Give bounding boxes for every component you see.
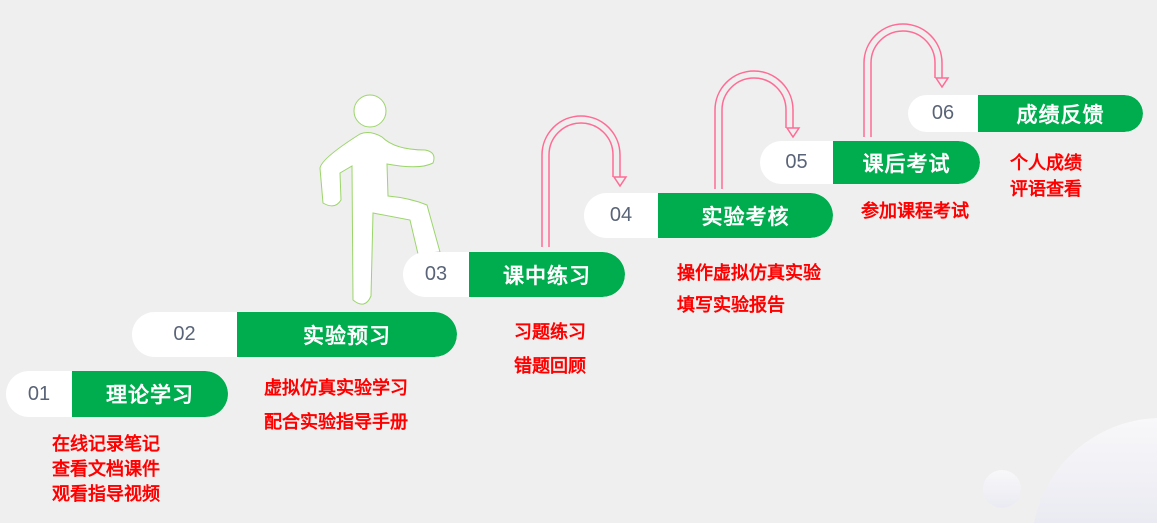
step-04-desc: 操作虚拟仿真实验 填写实验报告	[677, 258, 821, 322]
step-label: 成绩反馈	[978, 95, 1143, 132]
desc-line: 观看指导视频	[52, 484, 160, 505]
step-02: 02 实验预习	[132, 312, 457, 357]
step-01: 01 理论学习	[6, 371, 228, 417]
desc-line: 在线记录笔记	[52, 434, 160, 455]
step-05-desc: 参加课程考试	[861, 199, 969, 225]
desc-line: 配合实验指导手册	[264, 412, 408, 433]
step-label: 课中练习	[469, 252, 625, 297]
step-number: 06	[931, 102, 955, 124]
step-label: 课后考试	[833, 141, 980, 184]
desc-line: 填写实验报告	[677, 295, 785, 316]
walking-person-icon	[319, 94, 441, 305]
step-01-desc: 在线记录笔记 查看文档课件 观看指导视频	[52, 432, 160, 507]
step-03: 03 课中练习	[403, 252, 625, 297]
step-number: 02	[173, 323, 196, 345]
step-03-desc: 习题练习 错题回顾	[514, 316, 586, 384]
step-02-desc: 虚拟仿真实验学习 配合实验指导手册	[264, 372, 408, 440]
desc-line: 错题回顾	[514, 356, 586, 377]
decor-circle-small	[983, 470, 1021, 508]
arrow-icon	[541, 23, 950, 247]
desc-line: 查看文档课件	[52, 459, 160, 480]
decor-circle-large	[1034, 418, 1157, 523]
step-number: 04	[609, 204, 633, 226]
step-06-desc: 个人成绩 评语查看	[1010, 151, 1082, 203]
desc-line: 评语查看	[1010, 179, 1082, 200]
step-number: 01	[27, 382, 51, 405]
step-06: 06 成绩反馈	[908, 95, 1143, 132]
step-label: 实验考核	[658, 193, 833, 238]
desc-line: 虚拟仿真实验学习	[264, 378, 408, 399]
desc-line: 操作虚拟仿真实验	[677, 263, 821, 284]
step-label: 理论学习	[72, 371, 228, 417]
step-label: 实验预习	[237, 312, 457, 357]
step-number: 03	[424, 263, 448, 285]
desc-line: 参加课程考试	[861, 201, 969, 222]
desc-line: 习题练习	[514, 322, 586, 343]
step-number: 05	[785, 151, 808, 173]
step-04: 04 实验考核	[584, 193, 833, 238]
step-05: 05 课后考试	[760, 141, 980, 184]
desc-line: 个人成绩	[1010, 153, 1082, 174]
